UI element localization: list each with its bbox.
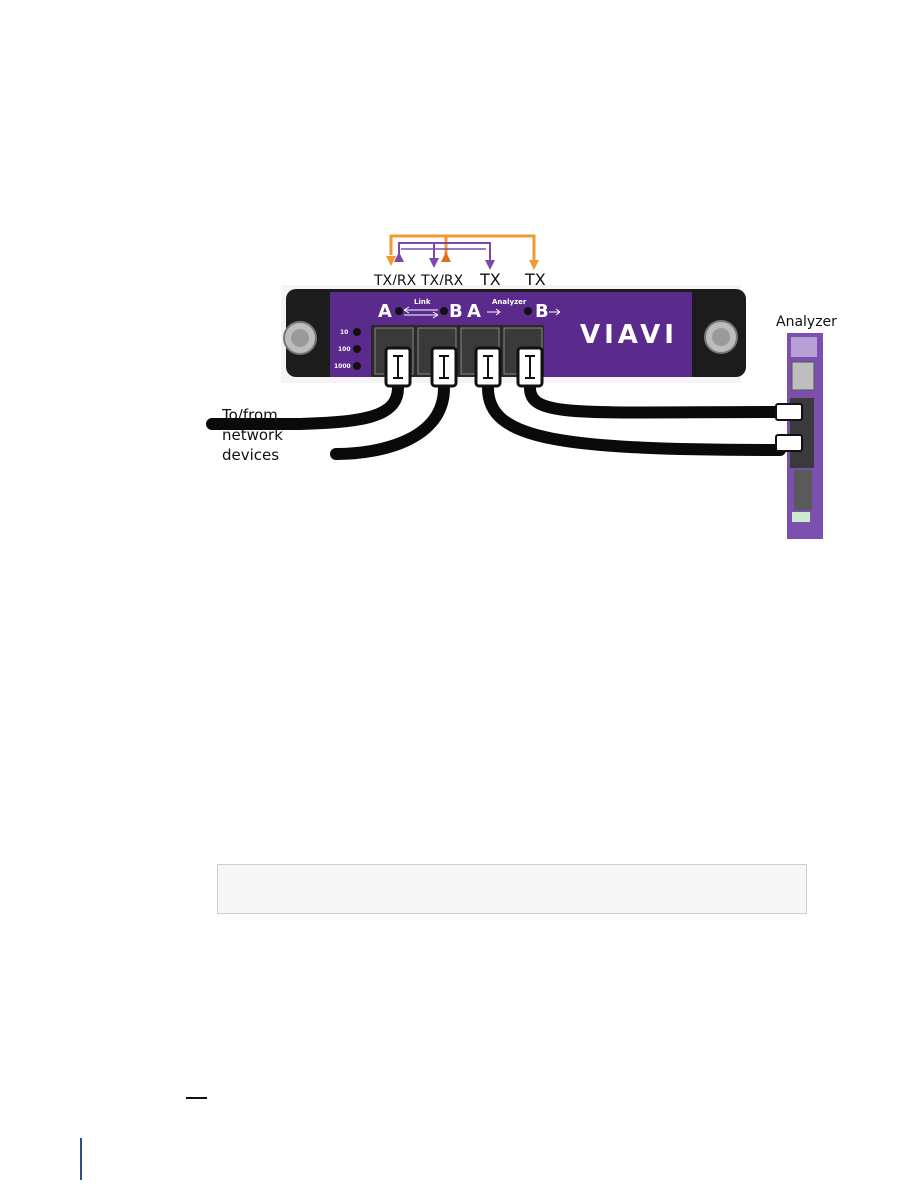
link-label: Link (414, 298, 431, 306)
port-letter-a-link: A (378, 301, 392, 322)
port-label-tx-1: TX (479, 270, 501, 289)
port-led-b (440, 307, 448, 315)
brand-logo: VIAVI (580, 320, 678, 350)
right-thumbscrew-icon (704, 320, 738, 354)
cable-to-analyzer-2 (524, 382, 786, 419)
port-letter-b-analyzer: B (535, 301, 549, 322)
note-box (217, 864, 807, 914)
port-label-tx-2: TX (524, 270, 546, 289)
analyzer-plug-1 (775, 403, 803, 421)
analyzer-a-arrow-icon (487, 308, 501, 316)
purple-arrow-path (398, 242, 491, 260)
cable-to-network-1 (206, 382, 404, 430)
port-led-a (395, 307, 403, 315)
analyzer-b-arrow-icon (549, 308, 561, 316)
speed-label-10: 10 (340, 329, 348, 336)
network-devices-label-line1: To/from (221, 406, 278, 424)
left-thumbscrew-icon (283, 321, 317, 355)
network-devices-label-line2: network (222, 426, 283, 444)
link-bidirectional-arrow-icon (403, 306, 439, 319)
cable-to-network-2 (330, 382, 450, 460)
footer-dash (186, 1097, 207, 1099)
speed-label-100: 100 (338, 346, 351, 353)
analyzer-plug-2 (775, 434, 803, 452)
port-led-a2 (524, 307, 532, 315)
cables (206, 382, 786, 460)
cable-to-analyzer-1 (482, 382, 786, 456)
orange-arrow-path (389, 234, 536, 260)
analyzer-port-label: Analyzer (492, 298, 527, 306)
rj45-plug-latches (393, 355, 535, 379)
arrow-heads (386, 252, 539, 270)
speed-leds: 10 100 1000 (334, 328, 361, 370)
analyzer-device-label: Analyzer (776, 314, 837, 330)
port-letter-b-link: B (449, 301, 463, 322)
port-letter-a-analyzer: A (467, 301, 481, 322)
analyzer-plugs (775, 403, 803, 452)
speed-label-1000: 1000 (334, 363, 351, 370)
signal-arrows (389, 234, 536, 260)
footer-rule (80, 1138, 82, 1180)
network-devices-label-line3: devices (222, 446, 279, 464)
